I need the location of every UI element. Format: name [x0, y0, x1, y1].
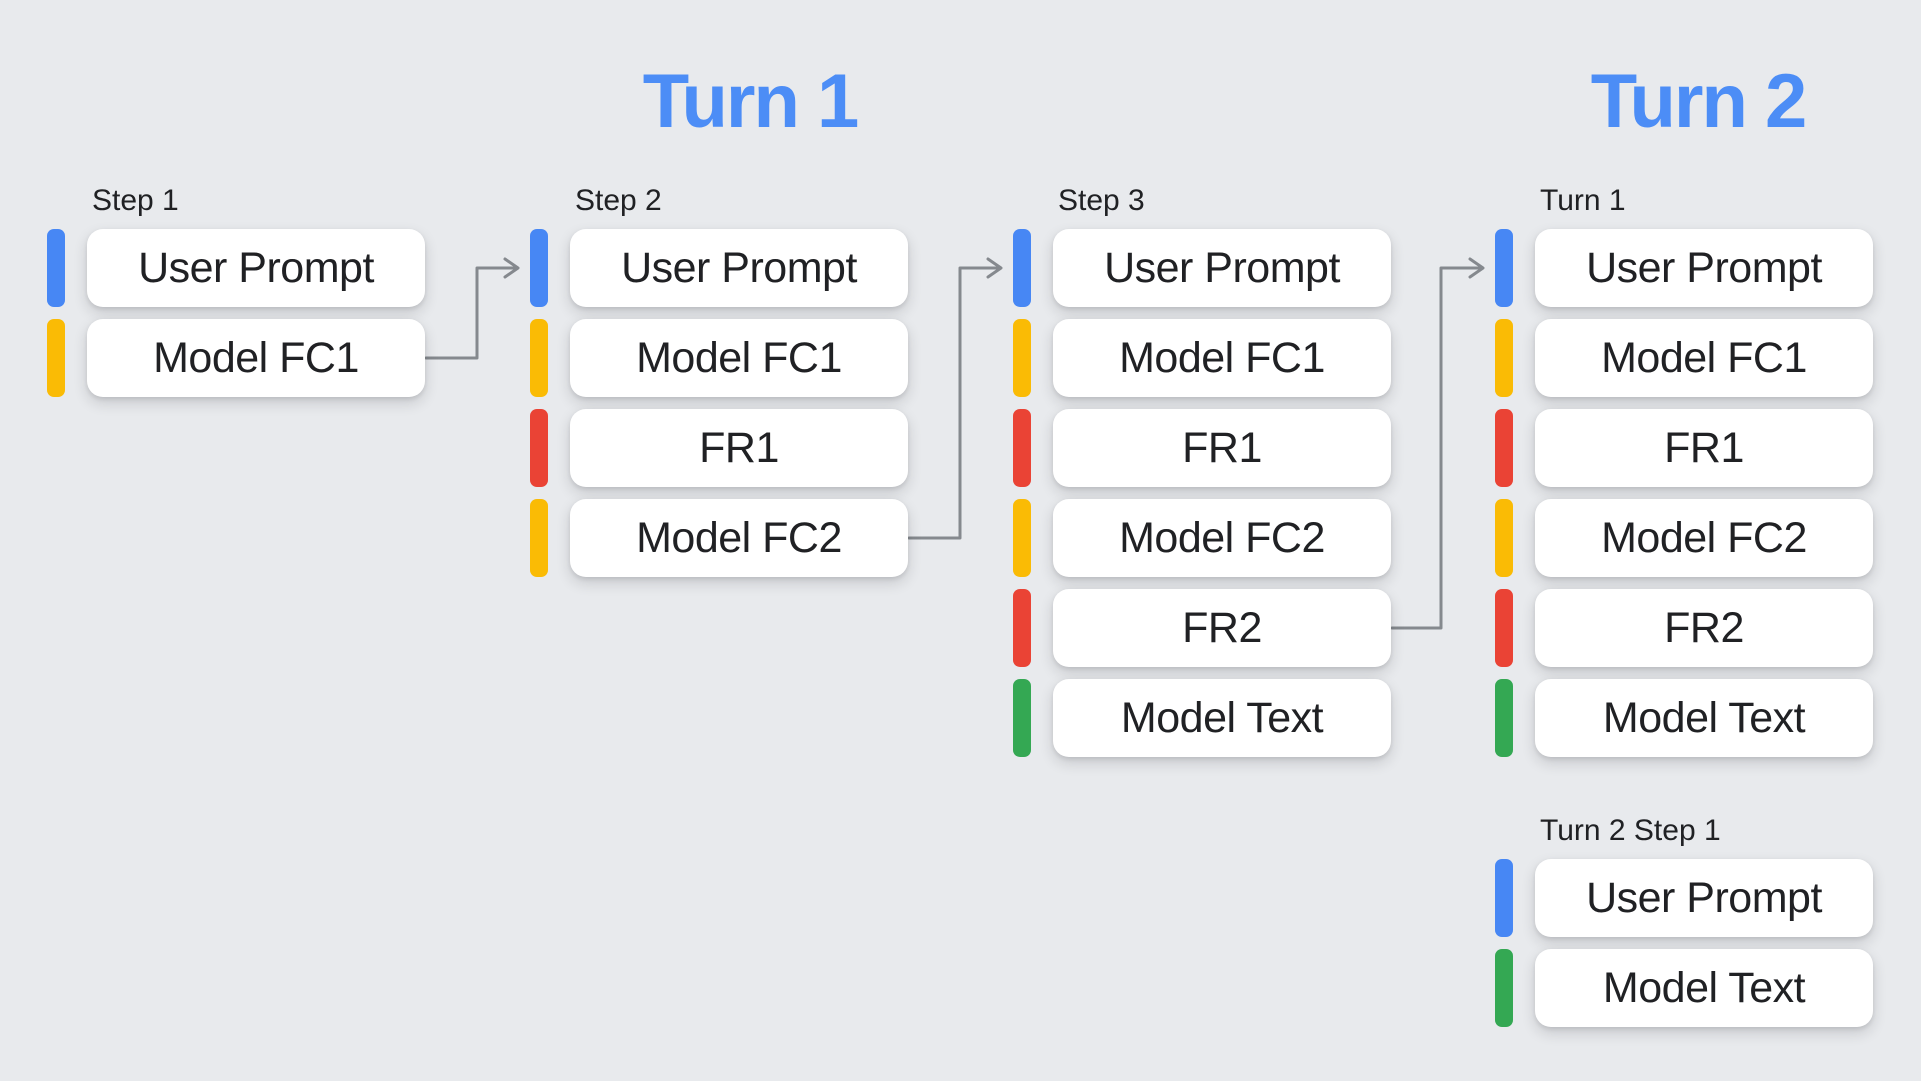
role-color-bar	[530, 319, 548, 397]
message-card: FR1	[1535, 409, 1873, 487]
message-card: Model FC1	[87, 319, 425, 397]
message-card-label: User Prompt	[1586, 873, 1822, 922]
message-card-label: Model FC1	[1601, 333, 1807, 382]
message-card-label: Model FC1	[636, 333, 842, 382]
message-row: User Prompt	[1013, 229, 1391, 307]
connector-step1-to-step2	[424, 257, 520, 360]
message-card: User Prompt	[1535, 859, 1873, 937]
message-row: FR1	[1013, 409, 1391, 487]
role-color-bar	[530, 499, 548, 577]
message-row: Model FC1	[1495, 319, 1873, 397]
message-row: Model FC1	[1013, 319, 1391, 397]
message-card-label: Model FC1	[1119, 333, 1325, 382]
role-color-bar	[1495, 319, 1513, 397]
message-card: Model Text	[1535, 949, 1873, 1027]
column-label: Step 2	[575, 184, 662, 217]
message-card: FR2	[1535, 589, 1873, 667]
message-card-label: Model Text	[1602, 963, 1806, 1012]
message-card: FR1	[570, 409, 908, 487]
message-card-label: Model FC2	[1601, 513, 1807, 562]
message-row: Model Text	[1013, 679, 1391, 757]
message-row: FR2	[1495, 589, 1873, 667]
message-row: Model Text	[1495, 949, 1873, 1027]
message-card: FR1	[1053, 409, 1391, 487]
role-color-bar	[1495, 859, 1513, 937]
message-row: FR2	[1013, 589, 1391, 667]
message-card-label: FR1	[1664, 423, 1744, 472]
role-color-bar	[1495, 229, 1513, 307]
message-row: Model Text	[1495, 679, 1873, 757]
message-card: Model FC1	[1053, 319, 1391, 397]
role-color-bar	[1013, 679, 1031, 757]
role-color-bar	[1495, 679, 1513, 757]
message-card-label: User Prompt	[1586, 243, 1822, 292]
message-card-label: Model FC1	[153, 333, 359, 382]
message-row: User Prompt	[1495, 229, 1873, 307]
role-color-bar	[1013, 589, 1031, 667]
message-card: User Prompt	[87, 229, 425, 307]
arrowhead-icon	[1468, 257, 1485, 279]
role-color-bar	[530, 229, 548, 307]
message-card: User Prompt	[1053, 229, 1391, 307]
role-color-bar	[47, 319, 65, 397]
role-color-bar	[1013, 319, 1031, 397]
message-card: Model Text	[1535, 679, 1873, 757]
message-card-label: FR2	[1182, 603, 1262, 652]
column-label: Turn 2 Step 1	[1540, 814, 1721, 847]
role-color-bar	[1495, 589, 1513, 667]
message-row: Model FC2	[1495, 499, 1873, 577]
arrowhead-icon	[986, 257, 1003, 279]
message-card-label: FR1	[1182, 423, 1262, 472]
message-card: FR2	[1053, 589, 1391, 667]
message-card-label: Model Text	[1602, 693, 1806, 742]
message-row: User Prompt	[47, 229, 425, 307]
column-step-1: Step 1 User Prompt Model FC1	[47, 184, 425, 409]
message-card: User Prompt	[1535, 229, 1873, 307]
role-color-bar	[1495, 499, 1513, 577]
role-color-bar	[1013, 499, 1031, 577]
role-color-bar	[47, 229, 65, 307]
message-row: User Prompt	[530, 229, 908, 307]
column-label: Turn 1	[1540, 184, 1626, 217]
message-row: Model FC2	[1013, 499, 1391, 577]
message-card-label: FR2	[1664, 603, 1744, 652]
message-card-label: User Prompt	[621, 243, 857, 292]
turn-2-title: Turn 2	[1590, 59, 1808, 144]
message-card: Model FC2	[570, 499, 908, 577]
role-color-bar	[1013, 229, 1031, 307]
message-card-label: FR1	[699, 423, 779, 472]
column-turn2-step1: Turn 2 Step 1 User Prompt Model Text	[1495, 814, 1873, 1039]
arrowhead-icon	[503, 257, 520, 279]
message-card-label: Model FC2	[1119, 513, 1325, 562]
message-card-label: User Prompt	[138, 243, 374, 292]
message-card-label: Model FC2	[636, 513, 842, 562]
message-row: Model FC1	[47, 319, 425, 397]
connector-step3-to-turn2	[1390, 257, 1485, 630]
message-card: Model Text	[1053, 679, 1391, 757]
message-card: Model FC2	[1053, 499, 1391, 577]
column-step-3: Step 3 User Prompt Model FC1 FR1 Model F…	[1013, 184, 1391, 769]
message-row: FR1	[530, 409, 908, 487]
message-card-label: User Prompt	[1104, 243, 1340, 292]
message-row: FR1	[1495, 409, 1873, 487]
message-card: User Prompt	[570, 229, 908, 307]
column-turn1-history: Turn 1 User Prompt Model FC1 FR1 Model F…	[1495, 184, 1873, 769]
message-row: Model FC2	[530, 499, 908, 577]
message-card-label: Model Text	[1120, 693, 1324, 742]
role-color-bar	[530, 409, 548, 487]
role-color-bar	[1495, 409, 1513, 487]
column-step-2: Step 2 User Prompt Model FC1 FR1 Model F…	[530, 184, 908, 589]
connector-step2-to-step3	[907, 257, 1003, 540]
column-label: Step 1	[92, 184, 179, 217]
message-card: Model FC1	[570, 319, 908, 397]
turn-1-title: Turn 1	[642, 59, 860, 144]
column-label: Step 3	[1058, 184, 1145, 217]
message-row: User Prompt	[1495, 859, 1873, 937]
message-card: Model FC2	[1535, 499, 1873, 577]
role-color-bar	[1495, 949, 1513, 1027]
message-row: Model FC1	[530, 319, 908, 397]
role-color-bar	[1013, 409, 1031, 487]
message-card: Model FC1	[1535, 319, 1873, 397]
